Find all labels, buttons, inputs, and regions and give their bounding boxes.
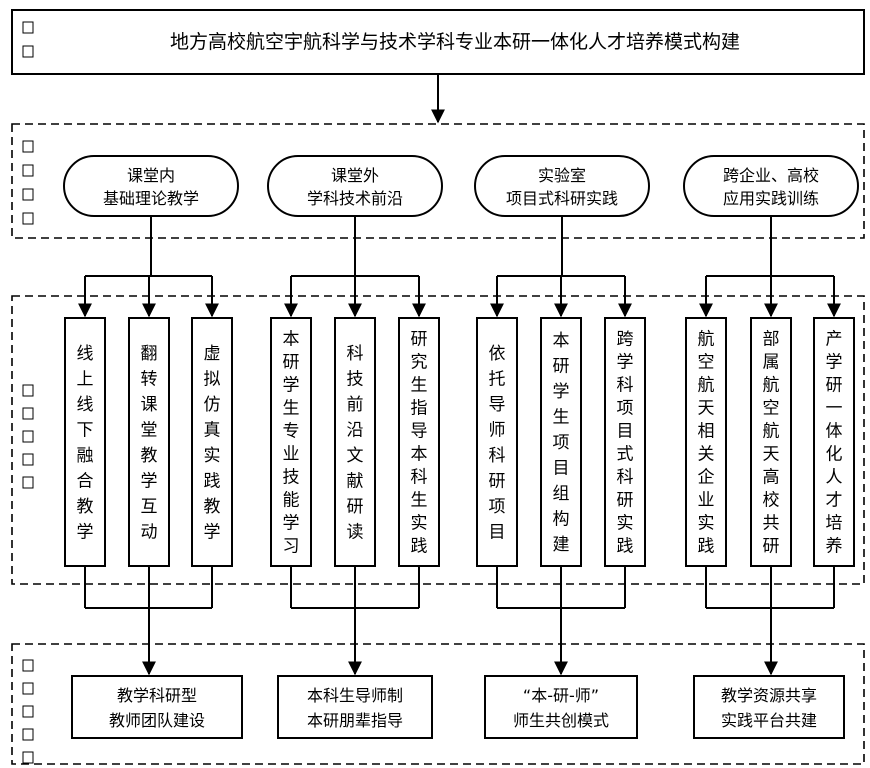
measure-box xyxy=(64,317,106,567)
measures-markers xyxy=(22,384,34,489)
oval-label-line1: 课堂外 xyxy=(331,166,379,185)
measure-label: 依托导师科研项目 xyxy=(489,344,506,543)
oval-label-line2: 项目式科研实践 xyxy=(506,189,618,208)
outcome-box xyxy=(71,675,243,739)
measure-label: 翻转课堂教学互动 xyxy=(141,344,158,543)
oval-label-line1: 课堂内 xyxy=(127,166,175,185)
approach-region xyxy=(11,123,865,239)
measure-label: 研究生指导本科生实践 xyxy=(411,330,428,557)
measure-box xyxy=(476,317,518,567)
title-box: 地方高校航空宇航科学与技术学科专业本研一体化人才培养模式构建 xyxy=(11,9,865,75)
outcome-box xyxy=(693,675,845,739)
outcome-label-line1: 教学资源共享 xyxy=(721,686,817,705)
outcome-label-line2: 实践平台共建 xyxy=(721,711,817,730)
outcome-label-line1: “本-研-师” xyxy=(523,686,599,705)
outcome-label-line2: 师生共创模式 xyxy=(513,711,609,730)
marker-square xyxy=(22,21,34,34)
outcomes-region xyxy=(11,643,865,765)
measures-region xyxy=(11,295,865,585)
measure-label: 科技前沿文献研读 xyxy=(347,344,364,543)
measure-box xyxy=(191,317,233,567)
measure-label: 跨学科项目式科研实践 xyxy=(617,330,634,557)
oval-label-line1: 跨企业、高校 xyxy=(723,166,819,185)
marker-square xyxy=(22,45,34,58)
outcome-label-line1: 本科生导师制 xyxy=(307,686,403,705)
outcome-box xyxy=(277,675,433,739)
measure-box xyxy=(270,317,312,567)
oval-label-line1: 实验室 xyxy=(538,166,586,185)
measure-box xyxy=(685,317,727,567)
measure-box xyxy=(128,317,170,567)
approach-markers xyxy=(22,140,34,225)
measure-box xyxy=(604,317,646,567)
measure-label: 航空航天相关企业实践 xyxy=(698,330,715,557)
outcome-box xyxy=(484,675,638,739)
oval-label-line2: 应用实践训练 xyxy=(723,189,819,208)
measure-label: 虚拟仿真实践教学 xyxy=(204,344,221,543)
measure-label: 线上线下融合教学 xyxy=(77,344,94,543)
measure-label: 产学研一体化人才培养 xyxy=(826,330,843,557)
measure-label: 部属航空航天高校共研 xyxy=(763,330,780,557)
outcome-label-line2: 本研朋辈指导 xyxy=(307,711,403,730)
outcomes-markers xyxy=(22,659,34,764)
page-title: 地方高校航空宇航科学与技术学科专业本研一体化人才培养模式构建 xyxy=(170,31,740,53)
measure-box xyxy=(334,317,376,567)
oval-label-line2: 基础理论教学 xyxy=(103,189,199,208)
measure-label: 本研学生专业技能学习 xyxy=(283,330,300,557)
measure-label: 本研学生项目组构建 xyxy=(553,331,570,555)
oval-label-line2: 学科技术前沿 xyxy=(307,189,403,208)
outcome-label-line1: 教学科研型 xyxy=(117,686,197,705)
outcome-label-line2: 教师团队建设 xyxy=(109,711,205,730)
